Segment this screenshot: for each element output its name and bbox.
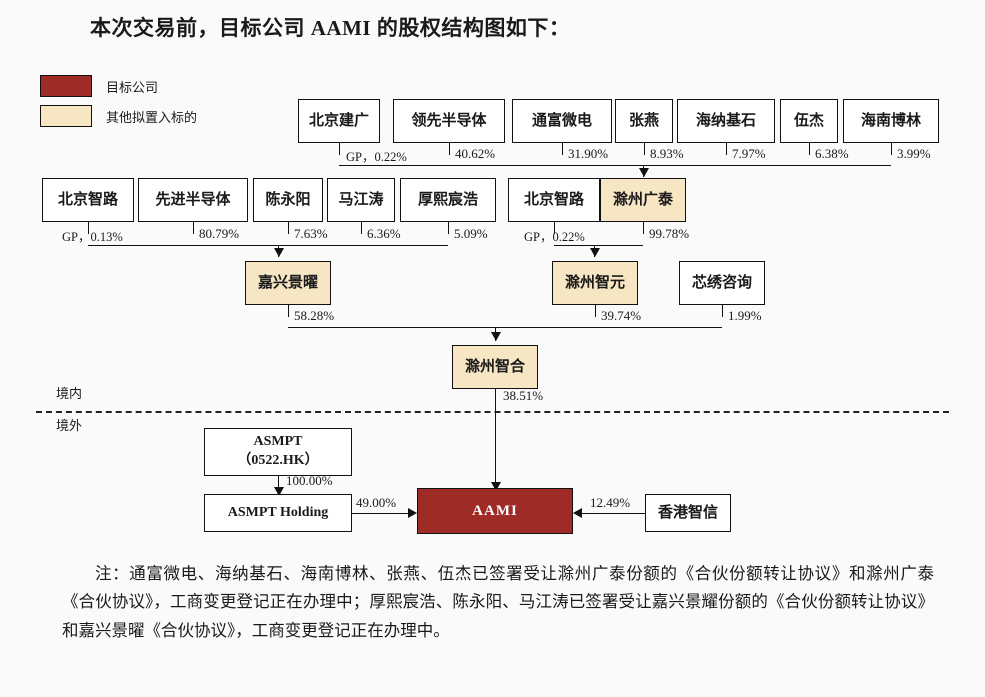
connector-bus-tier1 (339, 165, 891, 166)
pct-houxi-chenhao: 5.09% (454, 226, 488, 241)
connector-stub (562, 143, 563, 155)
connector-stub (726, 143, 727, 155)
node-chen-yongyang[interactable]: 陈永阳 (253, 178, 323, 222)
pct-zhang-yan: 8.93% (650, 146, 684, 161)
connector-stub (361, 222, 362, 234)
node-wu-jie[interactable]: 伍杰 (780, 99, 838, 143)
connector-bus-tier3 (288, 327, 722, 328)
node-xinxiu-consulting[interactable]: 芯绣咨询 (679, 261, 765, 305)
legend-item-target: 目标公司 (40, 75, 158, 97)
connector-stub (193, 222, 194, 234)
legend-item-other: 其他拟置入标的 (40, 105, 197, 127)
arrow-to-chuzhou-zhihe (491, 332, 501, 341)
pct-jiaxing-jingyao: 58.28% (294, 308, 335, 323)
connector-stub (891, 143, 892, 155)
pct-asmpt-to-holding: 100.00% (286, 473, 333, 488)
pct-haina-jishi: 7.97% (732, 146, 766, 161)
arrow-to-chuzhou-zhiyuan (590, 248, 600, 257)
connector-stub (449, 143, 450, 155)
node-xianjin-semiconductor[interactable]: 先进半导体 (138, 178, 248, 222)
pct-hainan-bolin: 3.99% (897, 146, 931, 161)
node-haina-jishi[interactable]: 海纳基石 (677, 99, 775, 143)
pct-tongfu-microelectronics: 31.90% (568, 146, 609, 161)
node-beijing-jianguang[interactable]: 北京建广 (298, 99, 380, 143)
onshore-offshore-divider (36, 411, 949, 413)
node-asmpt-holding[interactable]: ASMPT Holding (204, 494, 352, 532)
arrow-to-aami-top (491, 482, 501, 491)
arrow-to-jiaxing-jingyao (274, 248, 284, 257)
pct-chuzhou-zhiyuan: 39.74% (601, 308, 642, 323)
node-asmpt[interactable]: ASMPT （0522.HK） (204, 428, 352, 476)
connector-chuzhou-zhihe-to-aami (495, 389, 496, 488)
label-overseas: 境外 (56, 418, 83, 433)
footnote-text: 注：通富微电、海纳基石、海南博林、张燕、伍杰已签署受让滁州广泰份额的《合伙份额转… (62, 564, 934, 640)
gp-prefix: GP， (62, 230, 91, 244)
connector-stub (595, 305, 596, 317)
pct-chen-yongyang: 7.63% (294, 226, 328, 241)
gp-prefix: GP， (346, 150, 375, 164)
legend-swatch-target (40, 75, 92, 97)
connector-holding-to-aami (352, 513, 412, 514)
node-jiaxing-jingyao[interactable]: 嘉兴景曜 (245, 261, 331, 305)
pct-chuzhou-guangtai: 99.78% (649, 226, 690, 241)
arrow-to-aami-left (408, 508, 417, 518)
node-lingxian-semiconductor[interactable]: 领先半导体 (393, 99, 505, 143)
connector-asmpt-to-holding (278, 476, 279, 493)
gp-prefix: GP， (524, 230, 553, 244)
node-hongkong-zhixin[interactable]: 香港智信 (645, 494, 731, 532)
pct-lingxian-semiconductor: 40.62% (455, 146, 496, 161)
arrow-to-aami-right (573, 508, 582, 518)
connector-stub (644, 143, 645, 155)
connector-stub (448, 222, 449, 234)
node-aami[interactable]: AAMI (417, 488, 573, 534)
connector-stub (288, 305, 289, 317)
pct-value: 0.22% (552, 230, 585, 244)
pct-wu-jie: 6.38% (815, 146, 849, 161)
asmpt-name: ASMPT (253, 434, 303, 450)
pct-ma-jiangtao: 6.36% (367, 226, 401, 241)
pct-beijing-zhilu-b-gp: GP，0.22% (524, 226, 585, 245)
asmpt-ticker: （0522.HK） (237, 453, 319, 468)
pct-value: 0.13% (90, 230, 123, 244)
connector-stub (288, 222, 289, 234)
legend-label-other: 其他拟置入标的 (106, 109, 198, 125)
connector-stub (554, 222, 555, 234)
connector-bus-tier2-a (88, 245, 448, 246)
node-beijing-zhilu-a[interactable]: 北京智路 (42, 178, 134, 222)
arrow-to-asmpt-holding (274, 487, 284, 496)
connector-stub (722, 305, 723, 317)
connector-stub (339, 143, 340, 155)
pct-value: 0.22% (374, 150, 407, 164)
node-beijing-zhilu-b[interactable]: 北京智路 (508, 178, 600, 222)
arrow-to-chuzhou-guangtai (639, 168, 649, 177)
legend-label-target: 目标公司 (106, 79, 159, 95)
node-houxi-chenhao[interactable]: 厚熙宸浩 (400, 178, 496, 222)
connector-stub (88, 222, 89, 234)
connector-stub (643, 222, 644, 234)
pct-beijing-jianguang-gp: GP，0.22% (346, 146, 407, 165)
label-domestic: 境内 (56, 386, 83, 401)
legend-swatch-other (40, 105, 92, 127)
node-hainan-bolin[interactable]: 海南博林 (843, 99, 939, 143)
pct-xianjin-semiconductor: 80.79% (199, 226, 240, 241)
node-chuzhou-zhiyuan[interactable]: 滁州智元 (552, 261, 638, 305)
node-zhang-yan[interactable]: 张燕 (615, 99, 673, 143)
pct-holding-to-aami: 49.00% (356, 495, 397, 510)
connector-hk-to-aami (582, 513, 645, 514)
pct-chuzhou-zhihe-to-aami: 38.51% (503, 388, 544, 403)
node-tongfu-microelectronics[interactable]: 通富微电 (512, 99, 612, 143)
node-chuzhou-zhihe[interactable]: 滁州智合 (452, 345, 538, 389)
pct-xinxiu-consulting: 1.99% (728, 308, 762, 323)
pct-hk-to-aami: 12.49% (590, 495, 631, 510)
pct-beijing-zhilu-a-gp: GP，0.13% (62, 226, 123, 245)
node-chuzhou-guangtai[interactable]: 滁州广泰 (600, 178, 686, 222)
node-ma-jiangtao[interactable]: 马江涛 (327, 178, 395, 222)
connector-stub (809, 143, 810, 155)
connector-bus-tier2-b (554, 245, 643, 246)
page-title: 本次交易前，目标公司 AAMI 的股权结构图如下： (90, 16, 571, 40)
